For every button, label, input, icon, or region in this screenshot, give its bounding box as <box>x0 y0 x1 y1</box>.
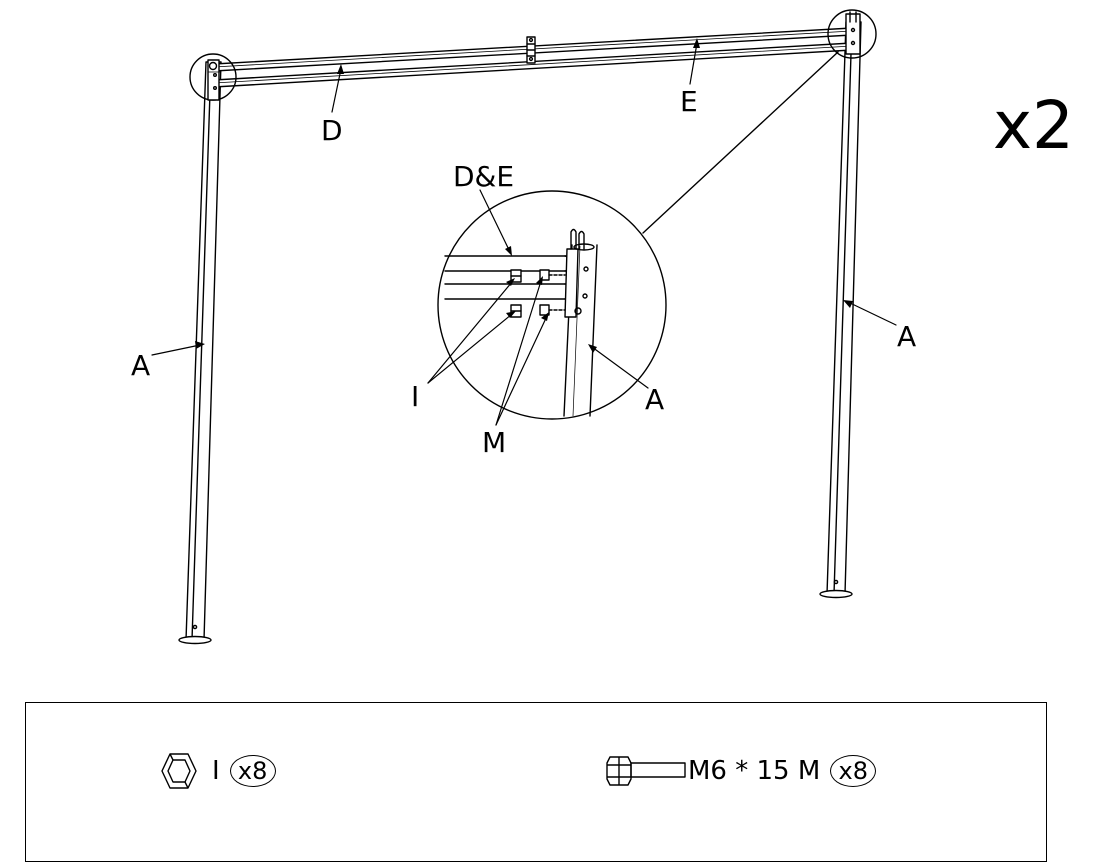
label-detail-leg: A <box>645 383 664 416</box>
leader-lines <box>151 38 897 426</box>
detail-bolt <box>539 269 566 316</box>
label-leg-left: A <box>131 349 150 382</box>
part-nut: I x8 <box>160 751 276 791</box>
hex-nut-icon <box>161 753 197 789</box>
label-detail-bars: D&E <box>453 160 514 193</box>
label-detail-nut: I <box>411 380 419 413</box>
part-nut-code: I <box>212 756 220 786</box>
part-bolt: M6 * 15 M x8 <box>604 751 877 791</box>
crossbars <box>213 27 853 88</box>
left-joint-circle <box>189 53 237 101</box>
part-bolt-code: M6 * 15 M <box>688 756 821 786</box>
parts-list-box: I x8 M6 * 15 M x8 <box>25 702 1047 862</box>
part-bolt-qty: x8 <box>830 755 877 787</box>
label-detail-bolt: M <box>482 426 506 459</box>
label-crossbar-e: E <box>680 85 698 118</box>
label-crossbar-d: D <box>321 114 343 147</box>
label-leg-right: A <box>897 320 916 353</box>
right-leg <box>819 21 862 599</box>
right-joint-circle <box>827 9 877 59</box>
hex-bolt-icon <box>606 756 686 786</box>
quantity-multiplier: x2 <box>993 87 1074 164</box>
detail-leader-line <box>642 51 839 234</box>
part-nut-qty: x8 <box>229 755 276 787</box>
left-leg <box>178 61 222 645</box>
detail-view <box>437 190 667 420</box>
